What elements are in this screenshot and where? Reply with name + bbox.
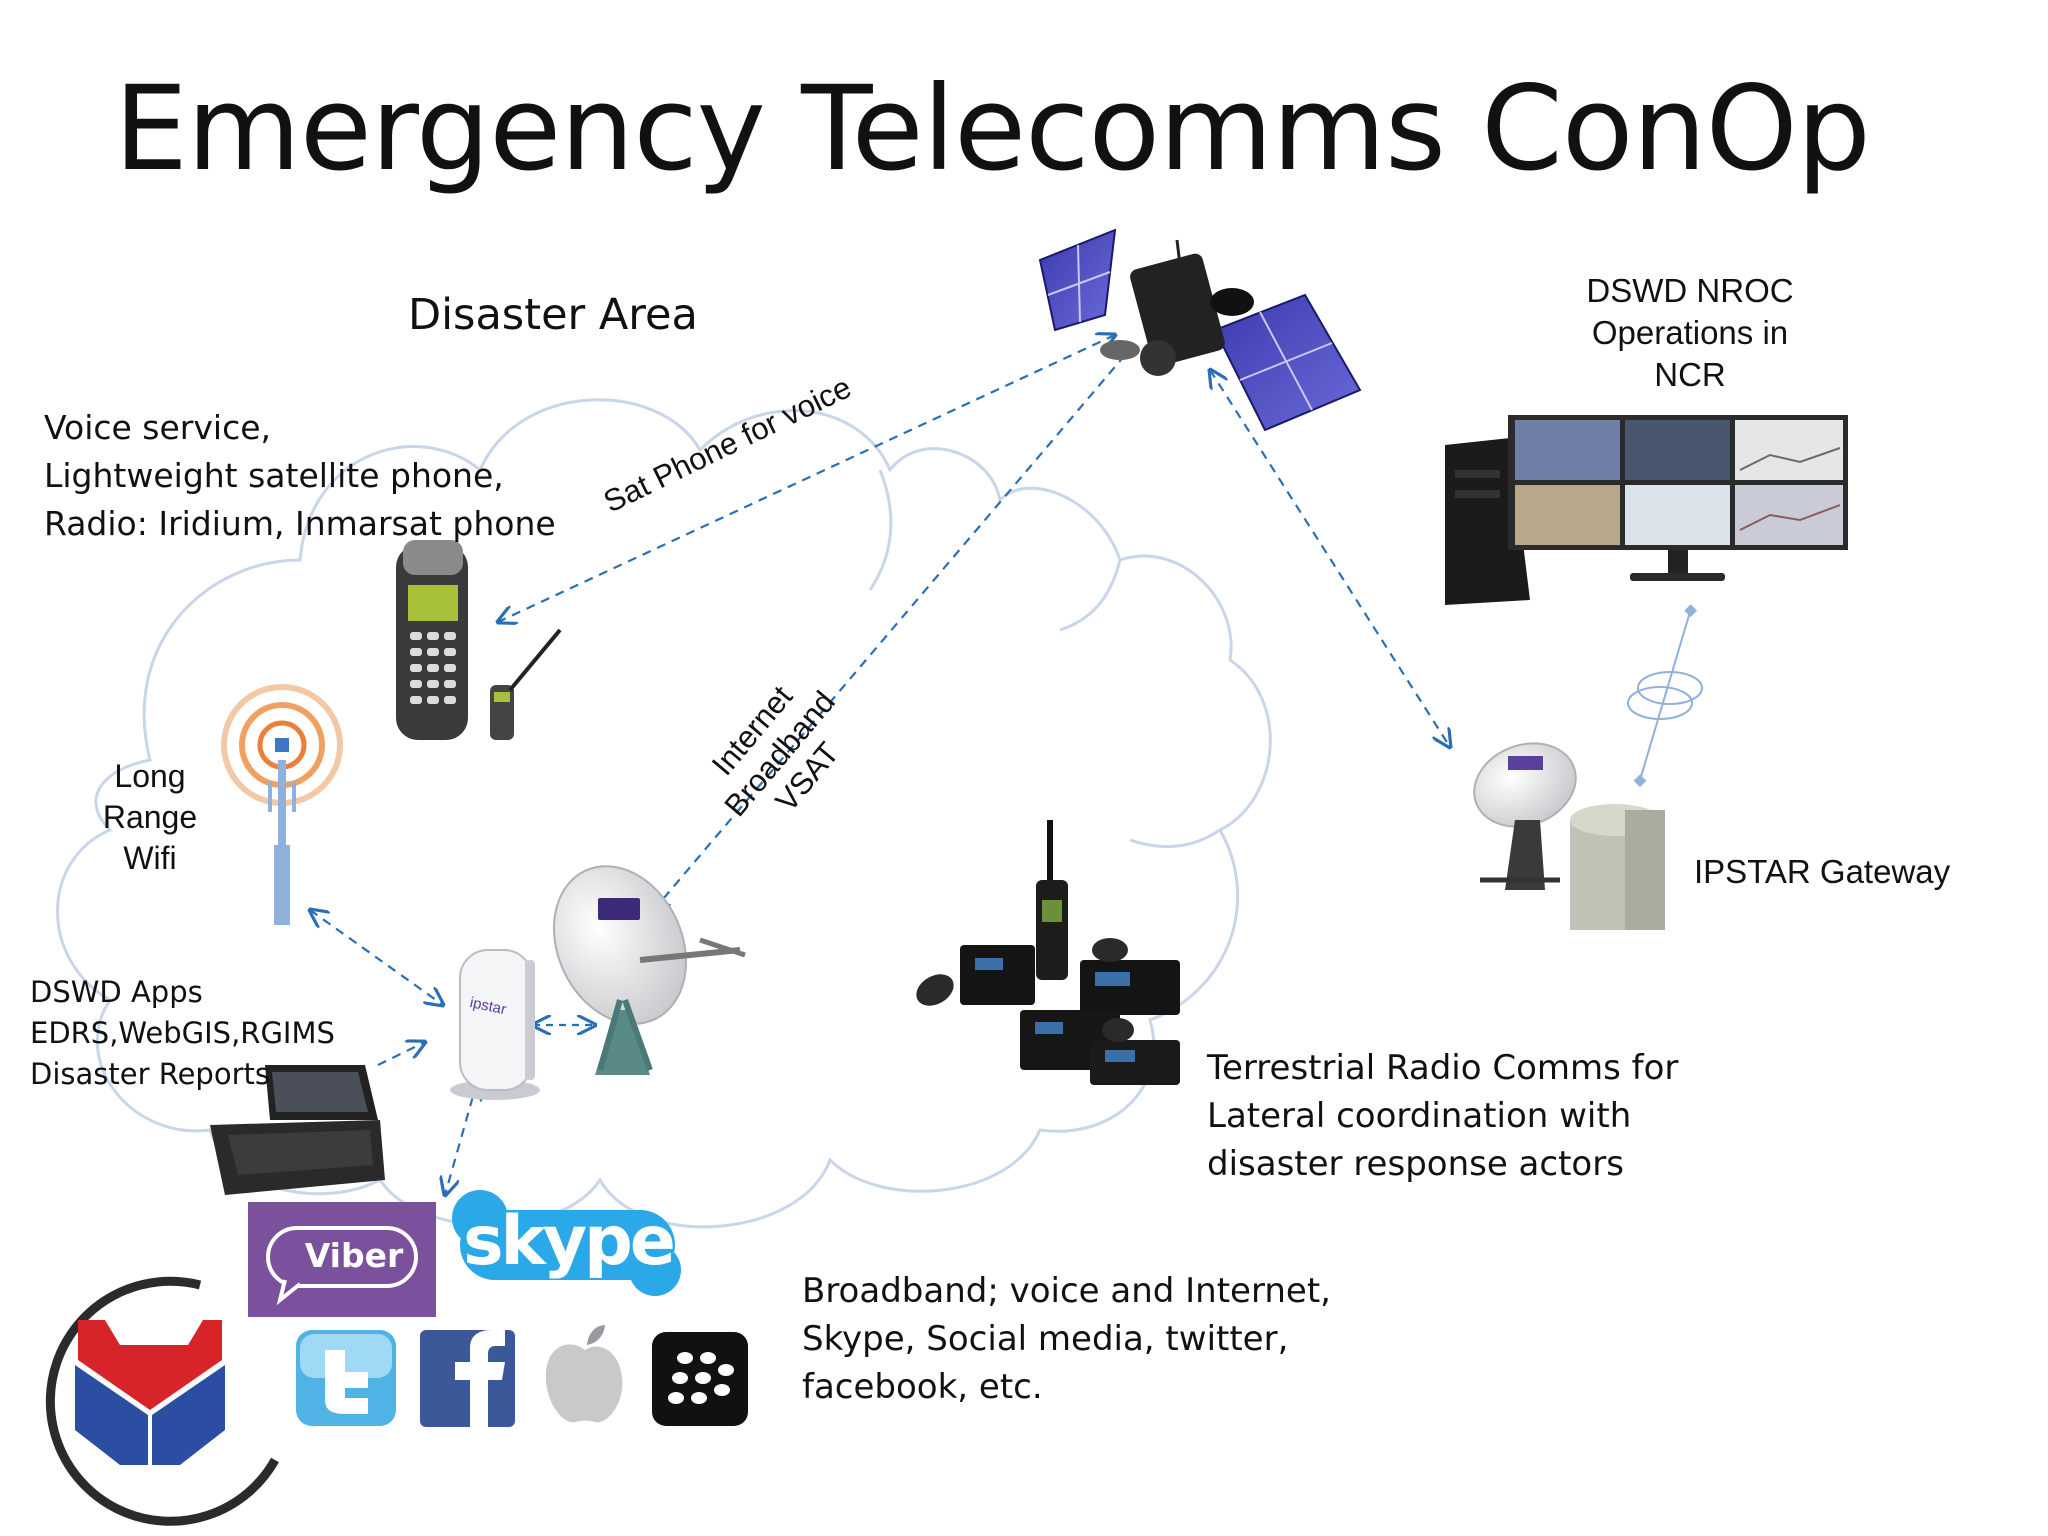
- broadband-label: Broadband; voice and Internet, Skype, So…: [802, 1267, 1331, 1411]
- voice-service-line: Lightweight satellite phone,: [44, 456, 504, 495]
- page-title: Emergency Telecomms ConOp: [114, 60, 1871, 197]
- terrestrial-radio-label: Terrestrial Radio Comms for Lateral coor…: [1207, 1044, 1678, 1188]
- terrestrial-line: disaster response actors: [1207, 1144, 1624, 1184]
- voice-service-line: Voice service,: [44, 408, 272, 447]
- dswd-apps-label: DSWD Apps EDRS,WebGIS,RGIMS Disaster Rep…: [30, 972, 335, 1095]
- twitter-icon: [296, 1330, 396, 1426]
- wifi-line: Range: [102, 799, 198, 835]
- voice-service-text: Voice service, Lightweight satellite pho…: [44, 404, 556, 548]
- link-gateway: [1210, 370, 1450, 747]
- router-icon: [450, 949, 540, 1100]
- blackberry-icon: [652, 1332, 748, 1426]
- terrestrial-line: Lateral coordination with: [1207, 1096, 1632, 1136]
- dswd-apps-line: EDRS,WebGIS,RGIMS: [30, 1016, 335, 1050]
- satellite-icon: [1038, 228, 1362, 432]
- link-wifi-router: [310, 910, 443, 1005]
- broadband-line: Broadband; voice and Internet,: [802, 1271, 1331, 1311]
- link-router-apps: [445, 1082, 477, 1195]
- facebook-icon: [420, 1330, 515, 1427]
- viber-label: Viber: [304, 1236, 404, 1275]
- wifi-line: Long: [114, 758, 186, 794]
- nroc-line: DSWD NROC: [1586, 272, 1794, 309]
- skype-label: skype: [463, 1202, 676, 1281]
- dswd-apps-line: Disaster Reports: [30, 1057, 270, 1091]
- nroc-label: DSWD NROC Operations in NCR: [1560, 270, 1820, 396]
- wifi-tower-icon: [221, 684, 343, 925]
- broadband-line: facebook, etc.: [802, 1367, 1043, 1407]
- viber-icon: [248, 1202, 436, 1317]
- ipstar-gateway-label: IPSTAR Gateway: [1694, 853, 1951, 890]
- disaster-area-label: Disaster Area: [408, 290, 698, 340]
- dswd-apps-line: DSWD Apps: [30, 975, 203, 1009]
- sat-phone-icon: [396, 540, 562, 740]
- nroc-line: NCR: [1654, 356, 1726, 393]
- dswd-logo: [45, 1276, 279, 1526]
- long-range-wifi-label: Long Range Wifi: [80, 756, 220, 879]
- link-satphone: [498, 335, 1115, 622]
- skype-icon: [452, 1190, 681, 1296]
- voice-service-line: Radio: Iridium, Inmarsat phone: [44, 504, 556, 543]
- radio-equipment-icon: [916, 820, 1180, 1085]
- apple-icon: [545, 1325, 623, 1423]
- link-vsat: [652, 354, 1126, 912]
- gateway-dish-icon: [1473, 742, 1665, 930]
- laptop-icon: [210, 1065, 385, 1195]
- wifi-line: Wifi: [123, 840, 177, 876]
- terrestrial-line: Terrestrial Radio Comms for: [1207, 1048, 1679, 1088]
- broadband-line: Skype, Social media, twitter,: [802, 1319, 1289, 1359]
- nroc-gateway-link: [1627, 604, 1703, 788]
- link-laptop-router: [377, 1042, 425, 1066]
- workstation-icon: [1445, 415, 1848, 605]
- vsat-dish-icon: [552, 865, 746, 1075]
- nroc-line: Operations in: [1591, 314, 1789, 351]
